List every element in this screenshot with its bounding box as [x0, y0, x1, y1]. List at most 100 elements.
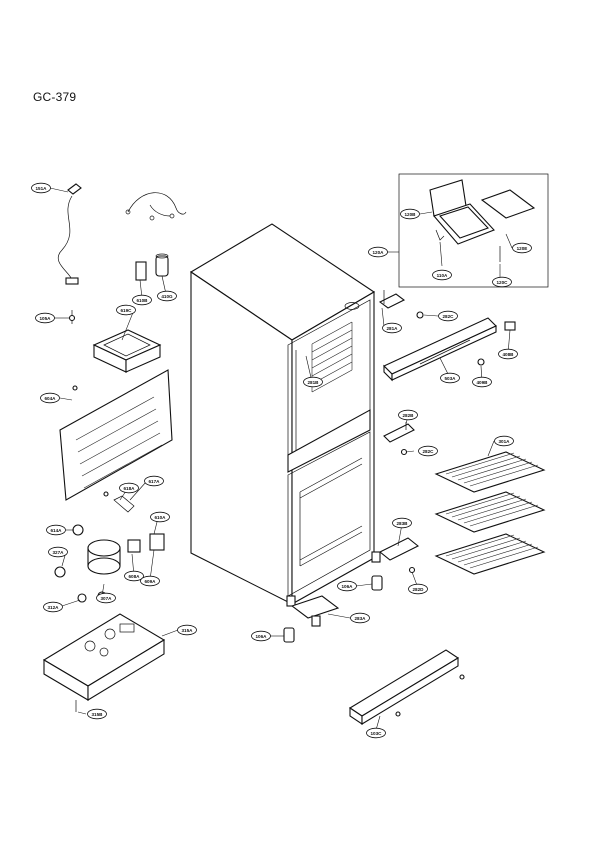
callout-oval — [382, 322, 402, 334]
callout-609a: 609A — [140, 575, 160, 587]
callout-oval — [494, 435, 514, 447]
callout-text: 282B — [403, 413, 415, 418]
callout-110a: 110A — [432, 269, 452, 281]
callout-oval — [350, 612, 370, 624]
callout-text: 614A — [51, 528, 63, 533]
callout-410g: 410G — [157, 290, 177, 302]
callout-282c-top: 282C — [438, 310, 458, 322]
callout-315a: 315A — [177, 624, 197, 636]
middle-hinge — [383, 422, 415, 456]
callout-oval — [177, 624, 197, 636]
base-plate — [42, 613, 166, 712]
callout-text: 283A — [355, 616, 367, 621]
callout-oval — [40, 392, 60, 404]
callout-327a: 327A — [48, 546, 68, 558]
callout-text: 103C — [371, 731, 383, 736]
callout-text: 120E — [517, 246, 528, 251]
callout-oval — [144, 475, 164, 487]
callout-151a: 151A — [31, 182, 51, 194]
callout-text: 617A — [149, 479, 161, 484]
callout-oval — [48, 546, 68, 558]
screw-105a — [68, 310, 76, 324]
callout-text: 282D — [413, 587, 425, 592]
callout-text: 618A — [124, 486, 136, 491]
callout-text: 619C — [121, 308, 133, 313]
callout-text: 409B — [477, 380, 489, 385]
callout-106a-left: 106A — [251, 630, 271, 642]
callout-604a: 604A — [40, 392, 60, 404]
top-hinge — [378, 290, 406, 309]
lower-front-cover — [348, 649, 465, 726]
wire-harness — [125, 192, 187, 221]
callout-oval — [87, 708, 107, 720]
callout-oval — [418, 445, 438, 457]
callout-text: 151A — [36, 186, 48, 191]
callout-text: 604A — [45, 396, 57, 401]
callout-608a: 608A — [124, 570, 144, 582]
callout-labels: 151A 105A 619C 610B 410G 604A 617A 618A 610A 614A… — [31, 182, 532, 739]
callout-120b: 120B — [400, 208, 420, 220]
callout-120e: 120E — [512, 242, 532, 254]
callout-oval — [432, 269, 452, 281]
callout-oval — [119, 482, 139, 494]
callout-text: 315B — [92, 712, 104, 717]
callout-text: 282C — [423, 449, 435, 454]
callout-oval — [251, 630, 271, 642]
callout-oval — [366, 727, 386, 739]
callout-oval — [116, 304, 136, 316]
callout-105a: 105A — [35, 312, 55, 324]
callout-610a: 610A — [150, 511, 170, 523]
callout-120a: 120A — [368, 246, 388, 258]
callout-282b: 282B — [398, 409, 418, 421]
callout-text: 307A — [101, 596, 113, 601]
callout-text: 120A — [373, 250, 385, 255]
callout-106a-right: 106A — [337, 580, 357, 592]
callout-307a: 307A — [96, 592, 116, 604]
callout-282d: 282D — [408, 583, 428, 595]
callout-503a: 503A — [440, 372, 460, 384]
lower-front-hinge — [290, 595, 340, 627]
callout-oval — [96, 592, 116, 604]
callout-408b: 408B — [498, 348, 518, 360]
callout-oval — [31, 182, 51, 194]
callout-text: 315A — [182, 628, 194, 633]
callout-oval — [132, 294, 152, 306]
callout-619c: 619C — [116, 304, 136, 316]
callout-oval — [337, 580, 357, 592]
callout-text: 281A — [387, 326, 399, 331]
callout-oval — [43, 601, 63, 613]
callout-oval — [472, 376, 492, 388]
callout-text: 503A — [445, 376, 457, 381]
callout-409b: 409B — [472, 376, 492, 388]
back-cover-panel — [59, 369, 173, 501]
callout-283a: 283A — [350, 612, 370, 624]
callout-618a: 618A — [119, 482, 139, 494]
callout-text: 106A — [342, 584, 354, 589]
callout-oval — [440, 372, 460, 384]
callout-text: 120B — [405, 212, 417, 217]
refrigerator-cabinet — [189, 223, 381, 607]
wire-shelves — [434, 451, 546, 575]
callout-text: 610B — [137, 298, 149, 303]
callout-text: 327A — [53, 550, 65, 555]
callout-text: 120C — [497, 280, 509, 285]
callout-text: 312A — [48, 605, 60, 610]
callout-oval — [35, 312, 55, 324]
control-box — [92, 329, 162, 373]
callout-283b: 283B — [392, 517, 412, 529]
callout-oval — [438, 310, 458, 322]
callout-617a: 617A — [144, 475, 164, 487]
callout-oval — [124, 570, 144, 582]
callout-312a: 312A — [43, 601, 63, 613]
callout-614a: 614A — [46, 524, 66, 536]
callout-301a: 301A — [494, 435, 514, 447]
bottom-hinge — [378, 537, 420, 574]
callout-text: 283B — [397, 521, 409, 526]
callout-oval — [150, 511, 170, 523]
callout-text: 282C — [443, 314, 455, 319]
callout-text: 610A — [155, 515, 167, 520]
callout-oval — [512, 242, 532, 254]
relay-bracket — [135, 253, 169, 281]
callout-text: 410G — [161, 294, 173, 299]
